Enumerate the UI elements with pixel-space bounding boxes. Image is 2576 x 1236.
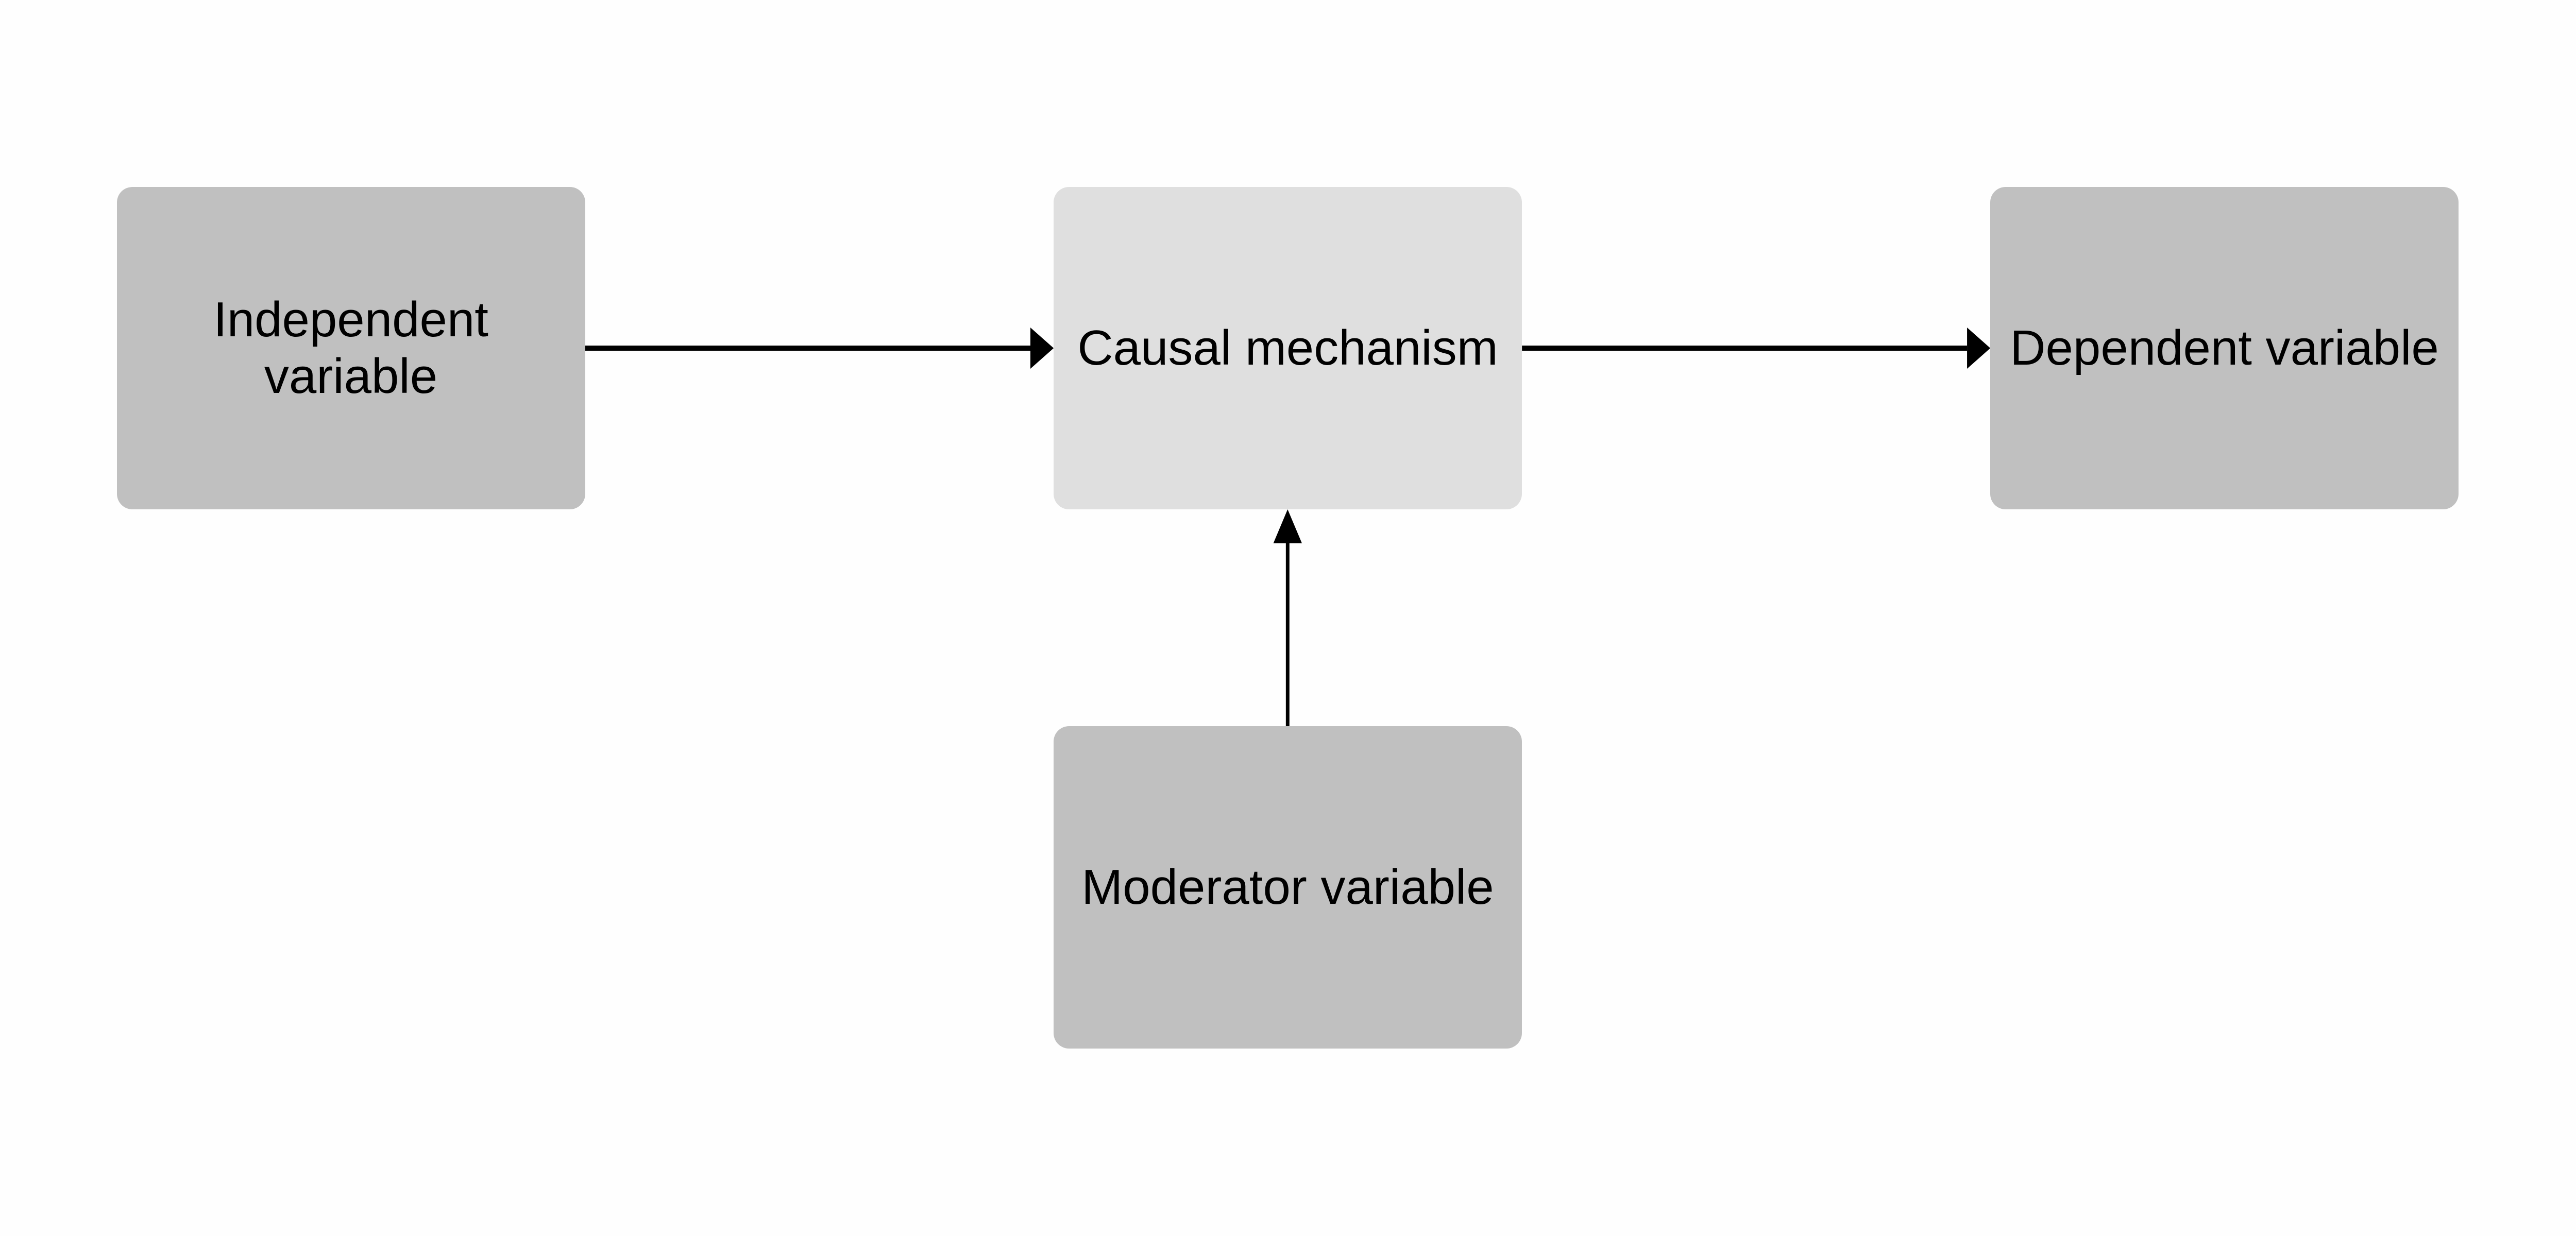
arrowhead-icon bbox=[1967, 328, 1991, 369]
edge-independent-to-mechanism bbox=[585, 328, 1054, 369]
independent-variable-node: Independent variable bbox=[116, 187, 585, 509]
edge-moderator-to-mechanism bbox=[1273, 509, 1302, 726]
causal-mechanism-node: Causal mechanism bbox=[1054, 187, 1522, 509]
dependent-variable-label: Dependent variable bbox=[2010, 320, 2439, 375]
edge-mechanism-to-dependent bbox=[1522, 328, 1991, 369]
causal-mechanism-label: Causal mechanism bbox=[1077, 320, 1498, 375]
arrowhead-icon bbox=[1273, 509, 1302, 543]
arrowhead-icon bbox=[1030, 328, 1054, 369]
moderator-variable-node: Moderator variable bbox=[1054, 726, 1522, 1049]
dependent-variable-node: Dependent variable bbox=[1990, 187, 2459, 509]
moderator-variable-label: Moderator variable bbox=[1081, 859, 1494, 915]
independent-variable-label: Independent variable bbox=[213, 291, 488, 404]
